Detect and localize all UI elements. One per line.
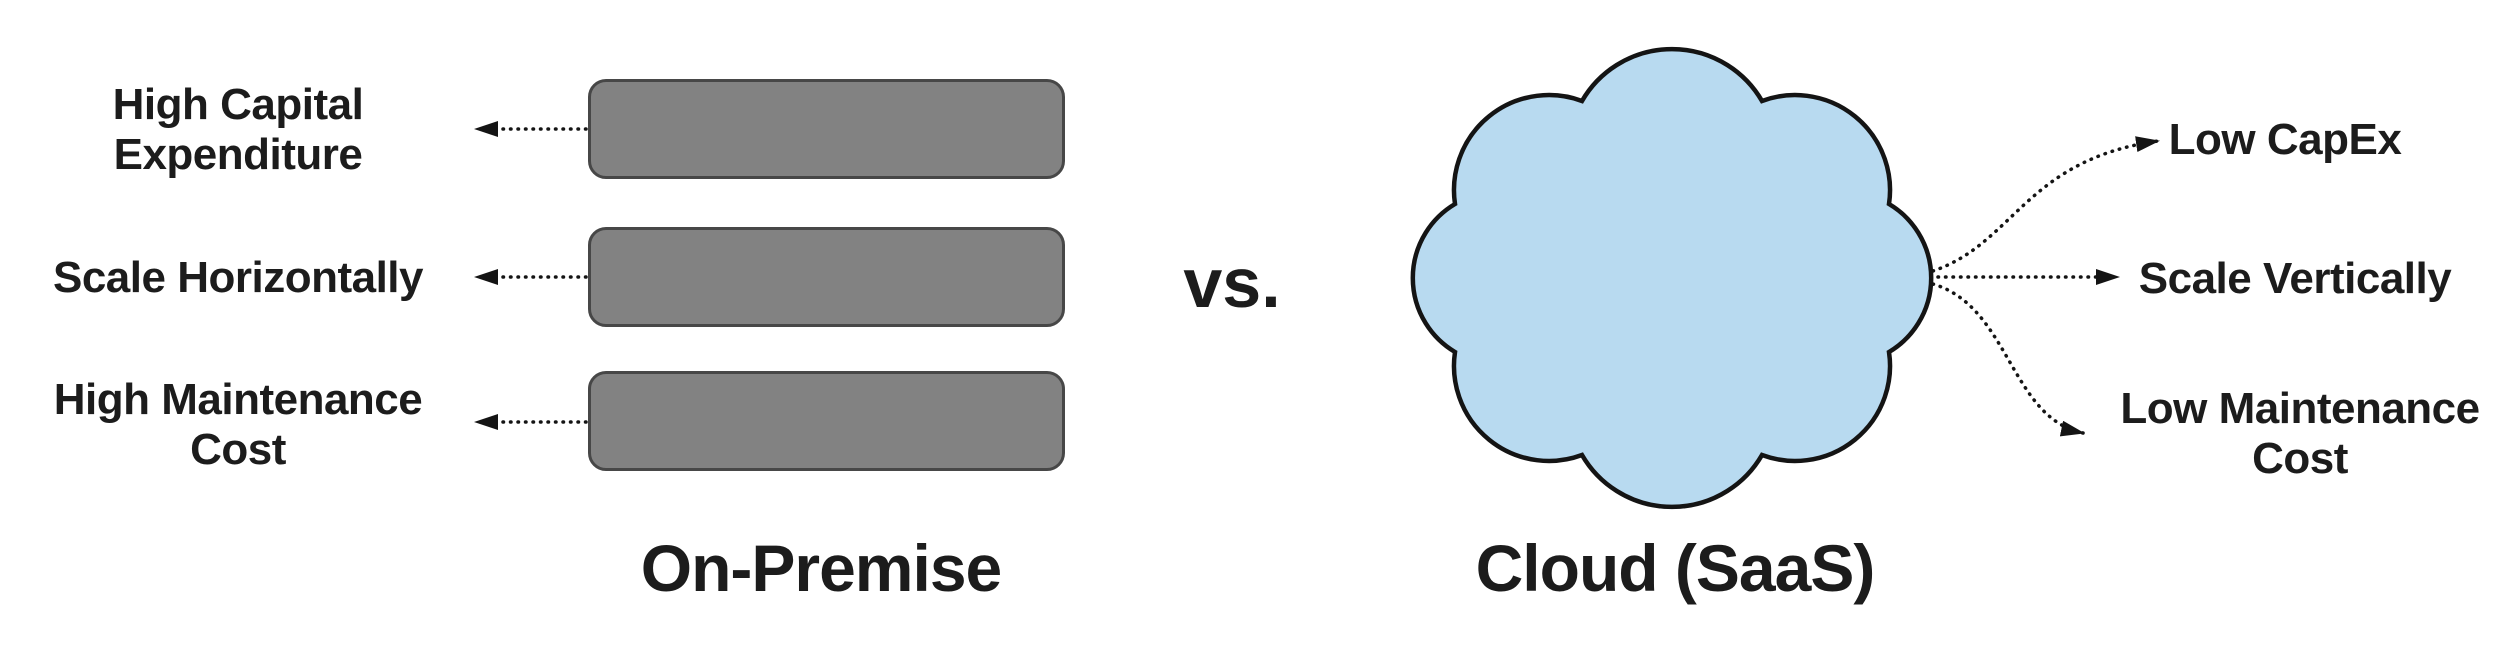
label-low-capex: Low CapEx: [2168, 114, 2402, 164]
label-scale-horizontally: Scale Horizontally: [52, 252, 424, 302]
title-on-premise: On-Premise: [640, 531, 1002, 605]
label-scale-vertically: Scale Vertically: [2138, 253, 2452, 303]
title-cloud-saas: Cloud (SaaS): [1475, 531, 1876, 605]
server-box-2: [588, 227, 1065, 327]
label-high-capital-expenditure: High Capital Expenditure: [112, 79, 364, 179]
cloud-shape: [1410, 46, 1934, 510]
label-low-maintenance-cost: Low Maintenance Cost: [2120, 383, 2480, 483]
dotted-arrow-low-maintenance: [1931, 282, 2085, 437]
server-box-3: [588, 371, 1065, 471]
versus-label: vs.: [1183, 244, 1281, 322]
server-box-1: [588, 79, 1065, 179]
label-high-maintenance-cost: High Maintenance Cost: [53, 374, 423, 474]
dotted-arrow-low-capex: [1931, 136, 2160, 273]
